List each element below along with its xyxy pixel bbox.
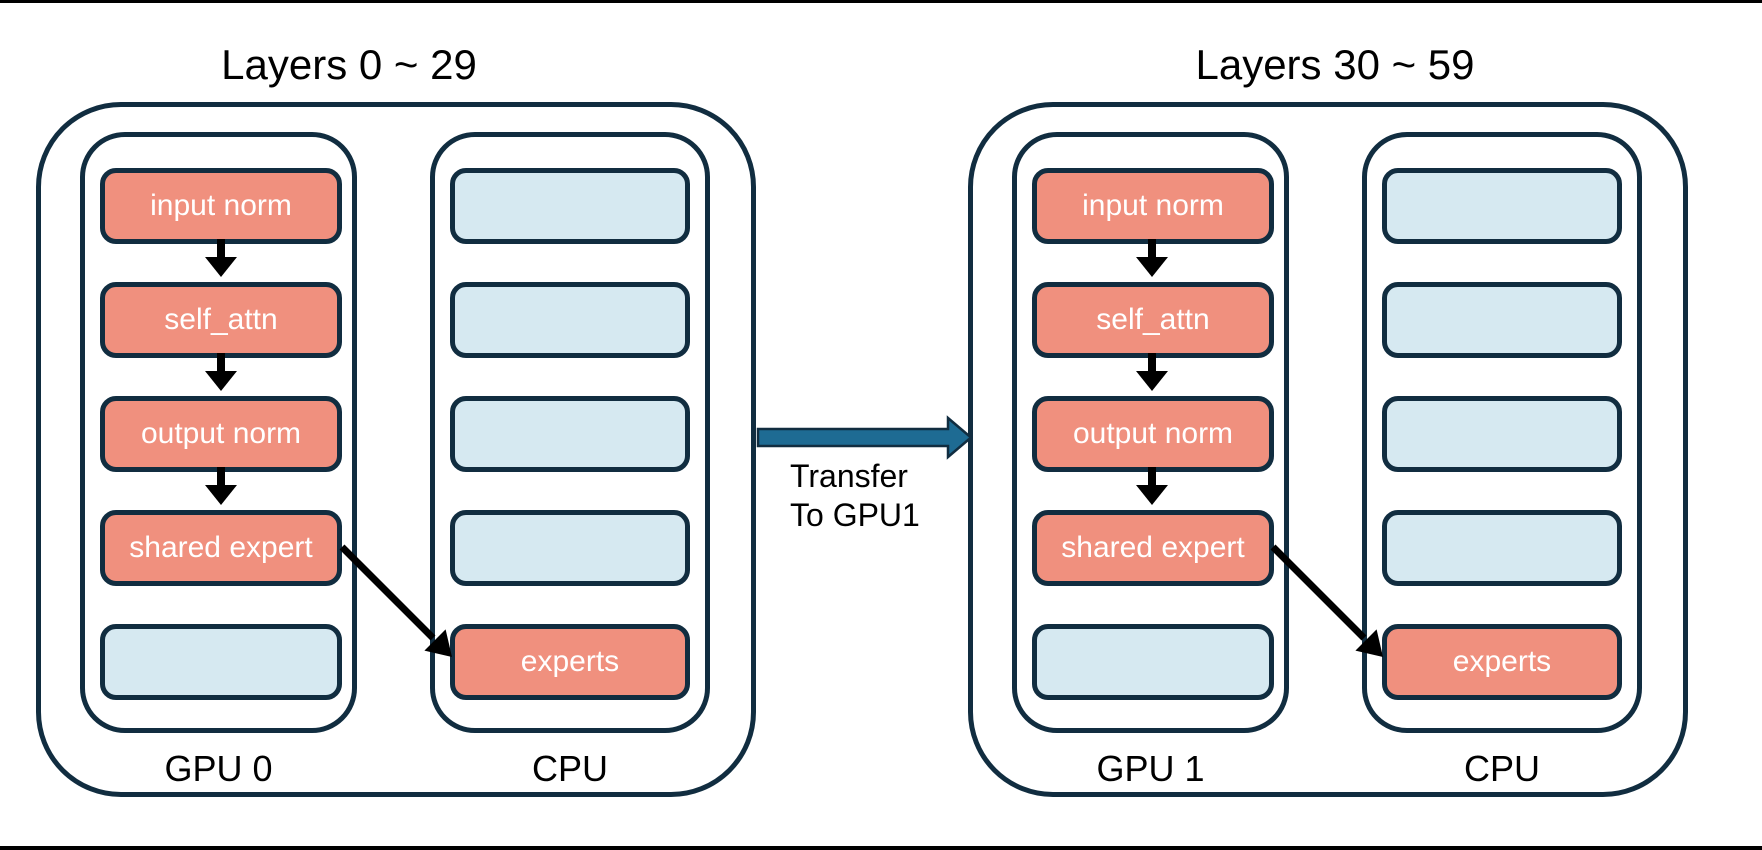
transfer-arrow [756, 415, 973, 460]
gpu-empty-slot [100, 624, 342, 700]
cpu-column-right: experts [1362, 132, 1642, 733]
cpu-empty-slot [1382, 168, 1622, 244]
group-title-right: Layers 30 ~ 59 [1195, 41, 1475, 88]
module-box-self-attn: self_attn [1032, 282, 1274, 358]
bottom-border [0, 846, 1762, 850]
module-box-output-norm: output norm [100, 396, 342, 472]
cpu-empty-slot [450, 168, 690, 244]
module-box-shared-expert: shared expert [1032, 510, 1274, 586]
cpu-empty-slot [450, 282, 690, 358]
cpu-empty-slot [1382, 396, 1622, 472]
module-box-input-norm: input norm [1032, 168, 1274, 244]
cpu-empty-slot [1382, 510, 1622, 586]
cpu-empty-slot [450, 510, 690, 586]
module-box-experts: experts [450, 624, 690, 700]
cpu-empty-slot [450, 396, 690, 472]
gpu1-column: input norm self_attn output norm shared … [1012, 132, 1289, 733]
module-box-input-norm: input norm [100, 168, 342, 244]
module-box-experts: experts [1382, 624, 1622, 700]
layer-group-0-29: Layers 0 ~ 29 input norm self_attn outpu… [36, 41, 756, 797]
gpu1-label: GPU 1 [1096, 748, 1205, 789]
gpu0-column: input norm self_attn output norm shared … [80, 132, 357, 733]
module-box-output-norm: output norm [1032, 396, 1274, 472]
module-box-shared-expert: shared expert [100, 510, 342, 586]
layer-group-30-59: Layers 30 ~ 59 input norm self_attn outp… [968, 41, 1688, 797]
group-title-left: Layers 0 ~ 29 [221, 41, 477, 88]
transfer-caption-line2: To GPU1 [790, 497, 920, 533]
cpu-column-left: experts [430, 132, 710, 733]
transfer-caption-line1: Transfer [790, 458, 908, 494]
cpu-label-right: CPU [1463, 748, 1540, 789]
gpu-empty-slot [1032, 624, 1274, 700]
cpu-empty-slot [1382, 282, 1622, 358]
module-box-self-attn: self_attn [100, 282, 342, 358]
gpu0-label: GPU 0 [164, 748, 273, 789]
transfer-caption: Transfer To GPU1 [790, 457, 920, 535]
cpu-label-left: CPU [531, 748, 608, 789]
top-border [0, 0, 1762, 3]
